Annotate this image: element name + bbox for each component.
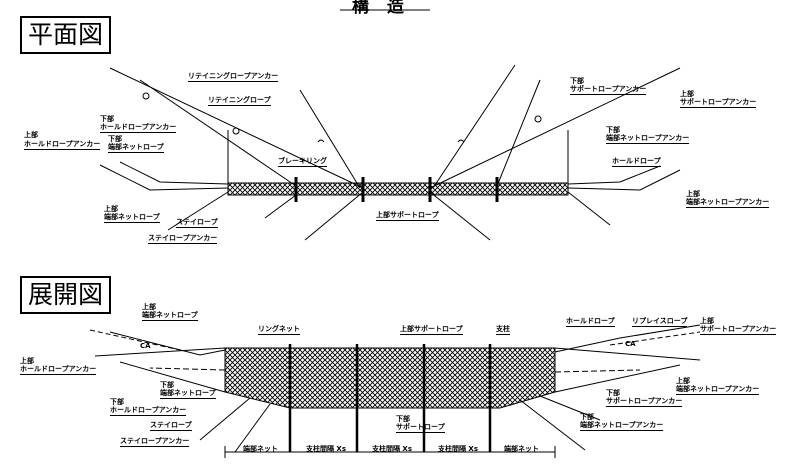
plan-rope — [119, 161, 229, 185]
dev-label-support-anchor-lower: サポートロープアンカー — [606, 397, 683, 407]
dev-dimension-label: 支柱間隔 Xs — [306, 445, 347, 453]
plan-label-retaining-anchor: リテイニングロープアンカー — [188, 72, 279, 82]
plan-label-upper-prefix-left2: 上部 — [104, 205, 118, 213]
dev-rope — [199, 397, 251, 441]
plan-break — [317, 139, 325, 143]
dev-label-lower-prefix-c: 下部 — [396, 415, 410, 423]
dev-label-upper-prefix-c: 上部 — [20, 357, 34, 365]
plan-net — [227, 182, 569, 196]
plan-rope — [567, 169, 681, 191]
plan-rope — [167, 191, 229, 231]
dev-dimension-label: 端部ネット — [504, 445, 539, 453]
plan-break — [457, 139, 465, 143]
dev-dimension-label: 端部ネット — [243, 445, 278, 453]
plan-rope — [99, 164, 229, 191]
plan-label-edge-net-anchor-lower: 端部ネットロープアンカー — [606, 134, 690, 144]
plan-label-support-anchor-lower: サポートロープアンカー — [570, 85, 647, 95]
dev-label-lower-prefix-b: 下部 — [110, 398, 124, 406]
plan-ring — [232, 127, 240, 135]
plan-label-upper-prefix-right: 上部 — [680, 90, 694, 98]
dev-label-lower-prefix-d: 下部 — [606, 389, 620, 397]
plan-label-hold-rope: ホールドロープ — [612, 157, 661, 167]
plan-label-lower-prefix-left2: 下部 — [108, 135, 122, 143]
plan-label-hold-anchor-lower: ホールドロープアンカー — [100, 123, 177, 133]
dev-label-stay-rope: ステイロープ — [150, 421, 192, 431]
dev-rope — [519, 399, 586, 451]
plan-label-stay-anchor: ステイロープアンカー — [148, 234, 218, 244]
dev-rope-dashed — [554, 369, 641, 373]
dev-label-edge-net-anchor-upper: 端部ネットロープアンカー — [676, 385, 760, 395]
dev-rope — [109, 331, 226, 356]
dev-label-lower-prefix-e: 下部 — [580, 413, 594, 421]
plan-label-retaining-rope: リテイニングロープ — [208, 96, 271, 106]
dev-dimension-label: 支柱間隔 Xs — [372, 445, 413, 453]
dev-label-edge-net-rope-a: 端部ネットロープ — [142, 311, 198, 321]
plan-label-stay-rope: ステイロープ — [176, 218, 218, 228]
plan-rope — [139, 79, 297, 187]
dev-dimension-label: 支柱間隔 Xs — [438, 445, 479, 453]
plan-rope — [496, 79, 541, 187]
plan-label-hold-anchor-upper: ホールドロープアンカー — [24, 140, 101, 150]
dev-label-lower-prefix-a: 下部 — [160, 381, 174, 389]
dev-label-support-rope-lower: サポートロープ — [396, 423, 445, 433]
plan-geometry — [99, 64, 681, 241]
plan-rope — [429, 191, 491, 241]
dev-rope — [234, 403, 271, 453]
development-title-box: 展開図 — [20, 276, 112, 314]
plan-title-box: 平面図 — [20, 16, 112, 54]
dev-mark-ca-right: CA — [625, 340, 636, 348]
dev-rope — [119, 361, 226, 393]
plan-label-edge-net-lower: 端部ネットロープ — [108, 143, 164, 153]
dev-label-hold-anchor-lower: ホールドロープアンカー — [110, 406, 187, 416]
plan-label-lower-prefix-right2: 下部 — [606, 126, 620, 134]
dev-rope — [94, 347, 226, 357]
dev-rope — [554, 347, 701, 361]
dev-label-stay-anchor: ステイロープアンカー — [120, 437, 190, 447]
plan-rope — [567, 191, 611, 226]
dev-rope — [554, 324, 701, 353]
dev-label-hold-rope: ホールドロープ — [566, 317, 615, 327]
dev-label-support-anchor-upper: サポートロープアンカー — [700, 325, 777, 335]
plan-label-upper-prefix-left: 上部 — [24, 131, 38, 139]
plan-rope — [567, 165, 661, 185]
dev-rope-dashed — [89, 329, 181, 351]
page-header-partial: 構 造 — [352, 0, 410, 17]
plan-label-lower-prefix-left: 下部 — [100, 115, 114, 123]
dev-label-edge-net-rope-b: 端部ネットロープ — [160, 389, 216, 399]
plan-rope — [304, 191, 364, 241]
plan-rope — [299, 89, 361, 189]
plan-label-upper-prefix-right2: 上部 — [686, 190, 700, 198]
plan-label-upper-support-rope: 上部サポートロープ — [376, 211, 439, 221]
dev-label-upper-prefix-b: 上部 — [700, 317, 714, 325]
dev-rope-dashed — [149, 367, 226, 371]
plan-rope — [432, 64, 516, 189]
plan-rope — [264, 194, 297, 219]
plan-label-brake-ring: ブレーキリング — [278, 157, 327, 167]
dev-label-ring-net: リングネット — [258, 325, 300, 335]
dev-rope — [539, 395, 601, 421]
plan-rope — [429, 67, 681, 189]
plan-label-edge-net-anchor-upper: 端部ネットロープアンカー — [686, 198, 770, 208]
plan-label-edge-net-upper-left: 端部ネットロープ — [104, 213, 160, 223]
dev-rope-dashed — [609, 331, 701, 346]
plan-label-support-anchor-upper: サポートロープアンカー — [680, 98, 757, 108]
dev-label-upper-support-rope: 上部サポートロープ — [400, 325, 463, 335]
plan-ring — [142, 92, 150, 100]
dev-mark-ca-left: CA — [140, 342, 151, 350]
plan-ring — [534, 115, 542, 123]
dev-label-upper-prefix-d: 上部 — [676, 377, 690, 385]
dev-net — [224, 347, 556, 409]
dev-label-upper-prefix-a: 上部 — [142, 303, 156, 311]
dev-label-replace-rope: リプレイスロープ — [632, 317, 688, 327]
development-geometry — [89, 324, 701, 458]
dev-label-post: 支柱 — [496, 325, 510, 335]
plan-label-lower-prefix-right: 下部 — [570, 77, 584, 85]
dev-label-hold-anchor-upper: ホールドロープアンカー — [20, 365, 97, 375]
dev-rope — [554, 364, 681, 393]
dev-label-edge-net-anchor-lower: 端部ネットロープアンカー — [580, 421, 664, 431]
